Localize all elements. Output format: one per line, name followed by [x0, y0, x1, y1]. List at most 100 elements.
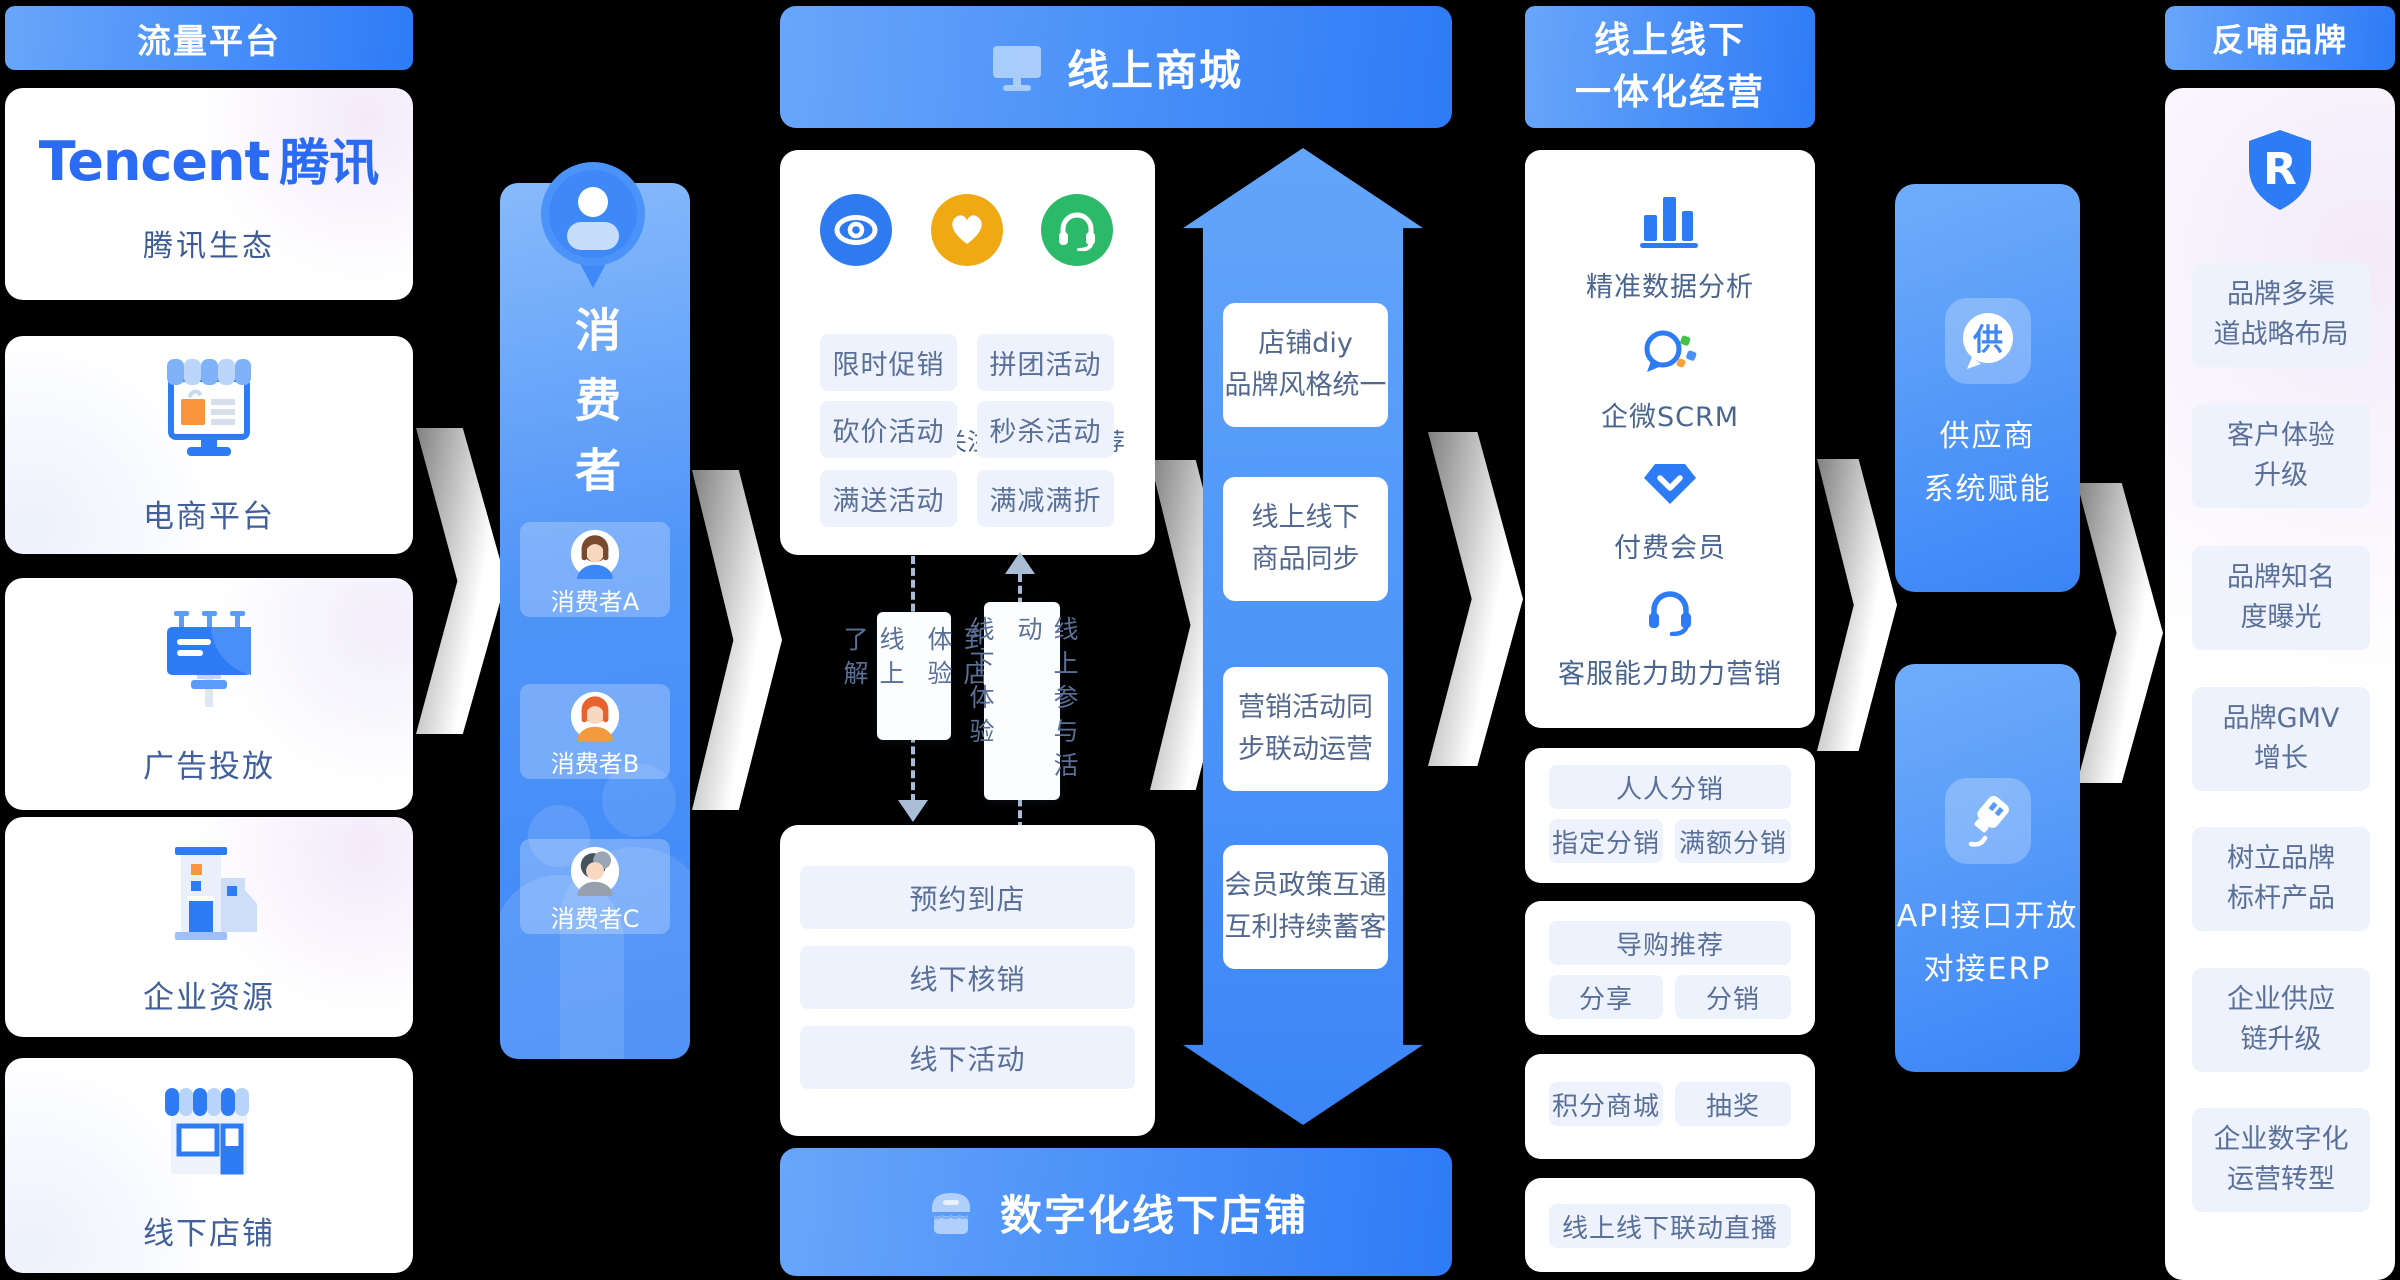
tencent-logo-cn: 腾讯 [279, 134, 380, 192]
promo-chip: 满减满折 [977, 470, 1114, 527]
distribution-chip: 指定分销 [1549, 819, 1663, 863]
promo-chip: 满送活动 [820, 470, 957, 527]
browse-eye-icon [820, 194, 892, 266]
benefit-chip: 品牌多渠 道战略布局 [2192, 263, 2370, 367]
api-plug-icon [1944, 778, 2031, 864]
platform-label: 广告投放 [143, 748, 275, 785]
consumer-c-card: 消费者C [520, 839, 670, 934]
service-headset-icon [1041, 194, 1113, 266]
tencent-logo-en: Tencent [38, 130, 271, 193]
online-mall-header: 线上商城 [780, 6, 1452, 128]
integration-title: 线上线下 一体化经营 [1574, 19, 1765, 113]
platform-label: 线下店铺 [143, 1216, 275, 1252]
online-mall-title: 线上商城 [1066, 45, 1243, 95]
benefit-chip: 企业数字化 运营转型 [2192, 1108, 2370, 1212]
capability-data-analysis: 精准数据分析 [1586, 187, 1754, 304]
traffic-platform-title: 流量平台 [137, 21, 281, 62]
brand-feedback-title: 反哺品牌 [2211, 21, 2348, 59]
member-diamond-icon [1644, 464, 1696, 505]
platform-card-ecommerce: 电商平台 [5, 336, 413, 554]
person-silhouette-icon [602, 763, 676, 837]
traffic-platform-header: 流量平台 [5, 6, 413, 70]
platform-label: 企业资源 [143, 979, 275, 1016]
consumer-title: 消费者 [568, 306, 622, 516]
benefit-chip: 品牌知名 度曝光 [2192, 546, 2370, 650]
flow-label-col: 线下体验 [966, 616, 995, 752]
platform-card-ads: 广告投放 [5, 578, 413, 810]
sync-box: 店铺diy 品牌风格统一 [1223, 303, 1388, 427]
benefit-chip: 企业供应 链升级 [2192, 968, 2370, 1072]
monitor-icon [992, 46, 1041, 91]
consumer-pin-icon [541, 162, 645, 288]
live-card: 线上线下联动直播 [1525, 1178, 1815, 1272]
online-offline-sync-arrow [1183, 148, 1423, 1125]
consumer-c-label: 消费者C [550, 905, 640, 933]
integration-capabilities-card: 精准数据分析 企微SCRM 付费会员 [1525, 150, 1815, 728]
digital-offline-store-header: 数字化线下店铺 [780, 1148, 1452, 1276]
arrow-down-icon [898, 800, 928, 822]
promo-chip: 限时促销 [820, 334, 957, 391]
digital-offline-store-title: 数字化线下店铺 [999, 1190, 1308, 1240]
sync-box: 营销活动同 步联动运营 [1223, 667, 1388, 791]
brand-feedback-header: 反哺品牌 [2165, 6, 2395, 70]
tencent-logo: Tencent 腾讯 [39, 123, 380, 195]
online-mall-card: 浏览 关注 客服推荐 限时促销 拼团活动 砍价活动 秒杀活动 满送活动 满减满折 [780, 150, 1155, 555]
billboard-icon [167, 610, 251, 707]
sync-box: 线上线下 商品同步 [1223, 477, 1388, 601]
integration-header: 线上线下 一体化经营 [1525, 6, 1815, 128]
platform-label: 电商平台 [143, 498, 275, 535]
consumer-b-label: 消费者B [550, 750, 640, 778]
capability-scrm: 企微SCRM [1601, 327, 1739, 434]
storefront-icon [165, 1088, 249, 1175]
flow-label-col: 线上参与活动 [1014, 616, 1079, 786]
flow-arrow-right-icon [416, 428, 506, 734]
distribution-chip: 人人分销 [1549, 765, 1791, 809]
distribution-card: 人人分销 指定分销 满额分销 [1525, 748, 1815, 883]
consumer-a-card: 消费者A [520, 522, 670, 617]
offline-store-card: 预约到店 线下核销 线下活动 [780, 825, 1155, 1136]
guide-chip: 分享 [1549, 975, 1663, 1019]
promo-chip: 秒杀活动 [977, 401, 1114, 458]
headset-icon [1649, 591, 1691, 637]
ecommerce-monitor-icon [167, 358, 251, 456]
platform-card-enterprise: 企业资源 [5, 817, 413, 1037]
benefit-chip: 客户体验 升级 [2192, 404, 2370, 508]
consumer-column: 消费者 消费者A 消费者B [500, 183, 690, 1059]
svg-text:供: 供 [1972, 323, 2003, 358]
supplier-bubble-icon: 供 [1944, 298, 2031, 384]
supplier-empower-label: 供应商 系统赋能 [1923, 419, 2052, 508]
person-silhouette-icon [500, 875, 624, 1059]
supplier-empower-box: 供 供应商 系统赋能 [1895, 184, 2080, 592]
flow-arrow-right-icon [1428, 432, 1523, 766]
tencent-card: Tencent 腾讯 腾讯生态 [5, 88, 413, 300]
consumer-b-avatar [570, 691, 620, 741]
tencent-caption: 腾讯生态 [143, 229, 275, 264]
api-erp-box: API接口开放 对接ERP [1895, 664, 2080, 1072]
flow-arrow-right-icon [1817, 459, 1897, 751]
online-to-store-label: 线上了解 到店体验 [840, 612, 989, 740]
flow-arrow-right-icon [692, 470, 782, 810]
store-to-online-label: 线下体验 线上参与活动 [966, 602, 1079, 800]
consumer-c-avatar [570, 846, 620, 896]
capability-paid-member: 付费会员 [1614, 456, 1726, 565]
building-icon [175, 846, 257, 940]
promo-chip: 拼团活动 [977, 334, 1114, 391]
points-card: 积分商城 抽奖 [1525, 1054, 1815, 1159]
arrow-up-icon [1005, 552, 1035, 574]
benefit-chip: 树立品牌 标杆产品 [2192, 827, 2370, 931]
promo-chip: 砍价活动 [820, 401, 957, 458]
offline-action-chip: 线下活动 [800, 1026, 1135, 1089]
points-chip: 抽奖 [1675, 1082, 1791, 1126]
distribution-chip: 满额分销 [1675, 819, 1791, 863]
capability-service-marketing: 客服能力助力营销 [1558, 588, 1782, 691]
guide-chip: 分销 [1675, 975, 1791, 1019]
api-erp-label: API接口开放 对接ERP [1896, 899, 2079, 988]
consumer-a-avatar [570, 529, 620, 579]
wecom-scrm-icon [1644, 330, 1697, 372]
guide-chip: 导购推荐 [1549, 921, 1791, 965]
benefit-chip: 品牌GMV 增长 [2192, 687, 2370, 791]
offline-action-chip: 线下核销 [800, 946, 1135, 1009]
svg-text:R: R [2263, 144, 2297, 195]
follow-heart-icon [931, 194, 1003, 266]
